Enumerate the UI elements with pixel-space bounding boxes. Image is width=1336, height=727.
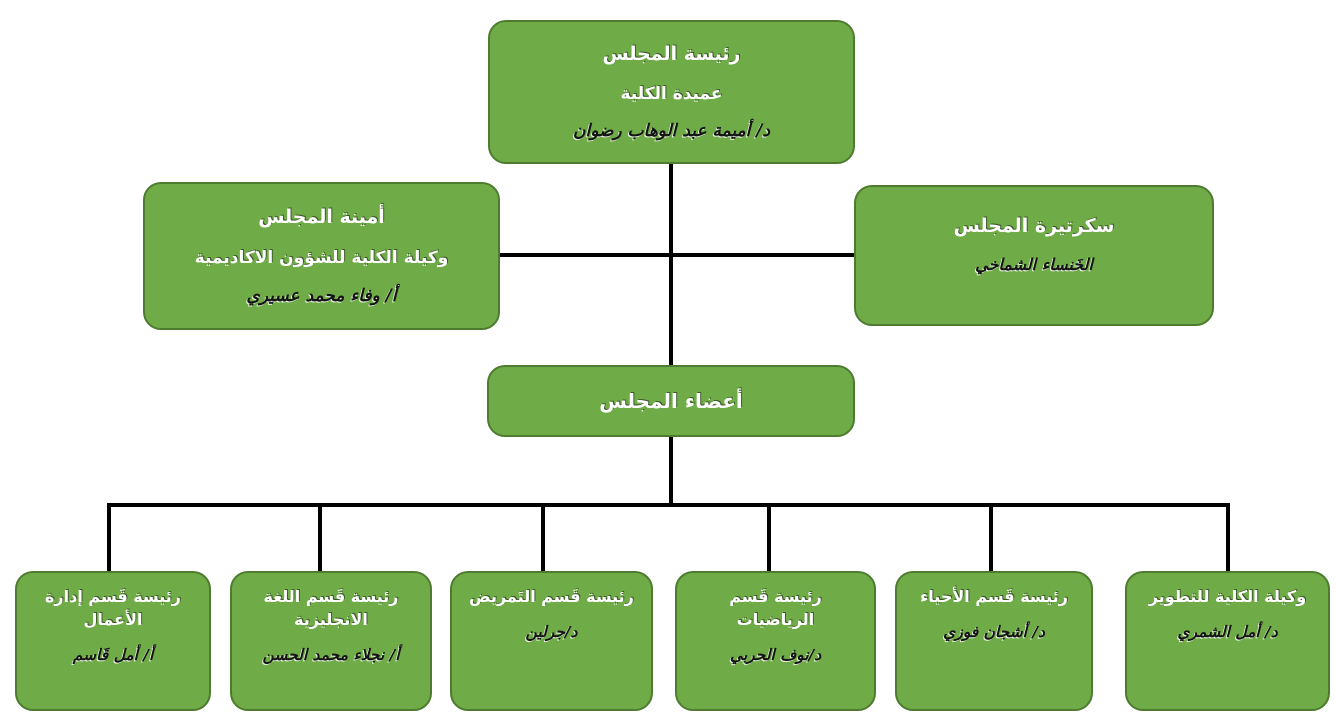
connector-drop-biology	[989, 505, 993, 573]
connector-drop-business-admin	[107, 505, 111, 573]
node-person-name: د/ أشجان فوزي	[943, 623, 1045, 642]
node-council-members: أعضاء المجلس	[487, 365, 855, 437]
connector-departments-bus	[107, 503, 1230, 507]
node-dept-nursing: رئيسة قَسم التَمريض د/جرلين	[450, 571, 653, 711]
node-dept-biology: رئيسة قَسم الأحياء د/ أشجان فوزي	[895, 571, 1093, 711]
node-person-name: أ/ أمل قَاسم	[72, 646, 154, 665]
node-title: أعضاء المجلس	[599, 388, 743, 413]
connector-members-to-bus	[669, 436, 673, 507]
node-person-name: الخَنساء الشماخي	[975, 254, 1093, 274]
node-dept-english: رئيسة قَسم اللغة الانجليزية أ/ نجلاء محم…	[230, 571, 432, 711]
node-person-name: أ/ وفاء محمد عسيري	[246, 286, 397, 307]
node-subtitle: عميدة الكلية	[620, 84, 723, 105]
node-person-name: د/ أميمة عبد الوهاب رضوان	[572, 121, 771, 142]
node-person-name: د/نوف الحربي	[729, 646, 822, 665]
node-title: أمينة المجلس	[258, 206, 385, 229]
node-title: وكيلة الكلية للتطوير	[1148, 587, 1307, 606]
node-title: رئيسة قَسم الرياضيات	[729, 587, 822, 630]
connector-drop-math	[767, 505, 771, 573]
node-title: رئيسة المجلس	[602, 43, 741, 66]
node-subtitle: وكيلة الكلية للشؤون الاكاديمية	[194, 248, 449, 269]
node-person-name: أ/ نجلاء محمد الحسن	[262, 646, 400, 665]
connector-drop-nursing	[541, 505, 545, 573]
node-title: سكرتيرة المجلس	[953, 215, 1115, 238]
connector-secretary-clerk	[500, 253, 854, 257]
node-dept-business-admin: رئيسة قَسم إدارة الأعمال أ/ أمل قَاسم	[15, 571, 211, 711]
node-title: رئيسة قَسم إدارة الأعمال	[44, 587, 181, 630]
node-title: رئيسة قَسم الأحياء	[920, 587, 1068, 606]
node-council-secretary: أمينة المجلس وكيلة الكلية للشؤون الاكادي…	[143, 182, 500, 330]
node-person-name: د/ أمل الشمري	[1177, 623, 1278, 642]
node-council-clerk: سكرتيرة المجلس الخَنساء الشماخي	[854, 185, 1214, 326]
node-person-name: د/جرلين	[525, 623, 578, 642]
connector-chair-to-members	[669, 163, 673, 367]
connector-drop-english	[318, 505, 322, 573]
node-vice-dean-development: وكيلة الكلية للتطوير د/ أمل الشمري	[1125, 571, 1330, 711]
connector-drop-development	[1226, 505, 1230, 573]
node-dept-math: رئيسة قَسم الرياضيات د/نوف الحربي	[675, 571, 876, 711]
node-council-chair: رئيسة المجلس عميدة الكلية د/ أميمة عبد ا…	[488, 20, 855, 164]
node-title: رئيسة قَسم اللغة الانجليزية	[263, 587, 399, 630]
node-title: رئيسة قَسم التَمريض	[469, 587, 634, 606]
